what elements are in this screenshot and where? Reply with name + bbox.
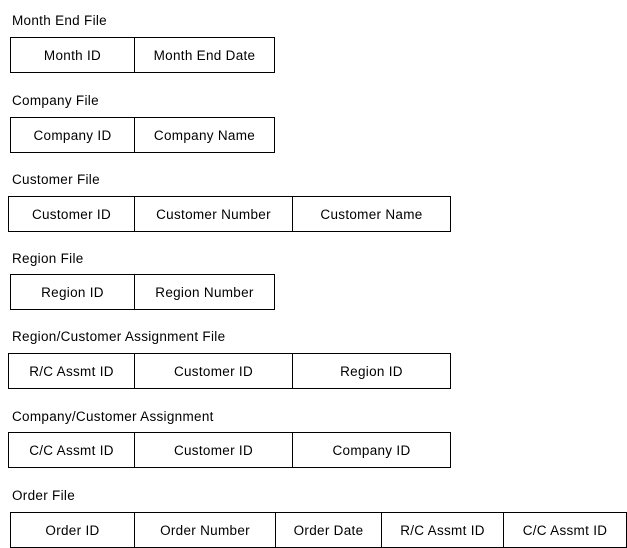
field-customer-name: Customer Name bbox=[320, 206, 423, 222]
field-region-id: Region ID bbox=[340, 363, 403, 379]
field-customer-id: Customer ID bbox=[9, 197, 135, 231]
table-title-order-file: Order File bbox=[12, 488, 76, 503]
field-rc-assmt-id: R/C Assmt ID bbox=[9, 354, 135, 388]
field-order-number: Order Number bbox=[135, 513, 276, 547]
field-order-id: Order ID bbox=[11, 513, 135, 547]
field-customer-id: Customer ID bbox=[135, 433, 293, 467]
field-cc-assmt-id: C/C Assmt ID bbox=[9, 433, 135, 467]
field-customer-number: Customer Number bbox=[135, 197, 293, 231]
field-rc-assmt-id: R/C Assmt ID bbox=[382, 513, 504, 547]
field-order-date: Order Date bbox=[276, 513, 382, 547]
field-customer-id: Customer ID bbox=[135, 354, 293, 388]
field-month-end-date: Month End Date bbox=[153, 47, 256, 63]
field-month-id: Month ID bbox=[11, 38, 135, 72]
field-region-number: Region Number bbox=[155, 284, 254, 300]
field-cc-assmt-id: C/C Assmt ID bbox=[522, 522, 608, 538]
table-company-file: Company ID Company Name bbox=[10, 117, 275, 153]
table-title-month-end-file: Month End File bbox=[12, 13, 107, 28]
table-company-customer-assignment: C/C Assmt ID Customer ID Company ID bbox=[8, 432, 451, 468]
field-company-name: Company Name bbox=[153, 127, 256, 143]
table-month-end-file: Month ID Month End Date bbox=[10, 37, 275, 73]
table-title-company-file: Company File bbox=[12, 93, 99, 108]
table-region-customer-assignment-file: R/C Assmt ID Customer ID Region ID bbox=[8, 353, 451, 389]
table-title-region-file: Region File bbox=[12, 251, 84, 266]
table-order-file: Order ID Order Number Order Date R/C Ass… bbox=[10, 512, 627, 548]
field-company-id: Company ID bbox=[332, 442, 411, 458]
field-region-id: Region ID bbox=[11, 275, 135, 309]
table-title-company-customer-assignment: Company/Customer Assignment bbox=[12, 409, 214, 424]
table-region-file: Region ID Region Number bbox=[10, 274, 275, 310]
table-title-region-customer-assignment-file: Region/Customer Assignment File bbox=[12, 329, 226, 344]
table-title-customer-file: Customer File bbox=[12, 172, 100, 187]
table-customer-file: Customer ID Customer Number Customer Nam… bbox=[8, 196, 451, 232]
field-company-id: Company ID bbox=[11, 118, 135, 152]
